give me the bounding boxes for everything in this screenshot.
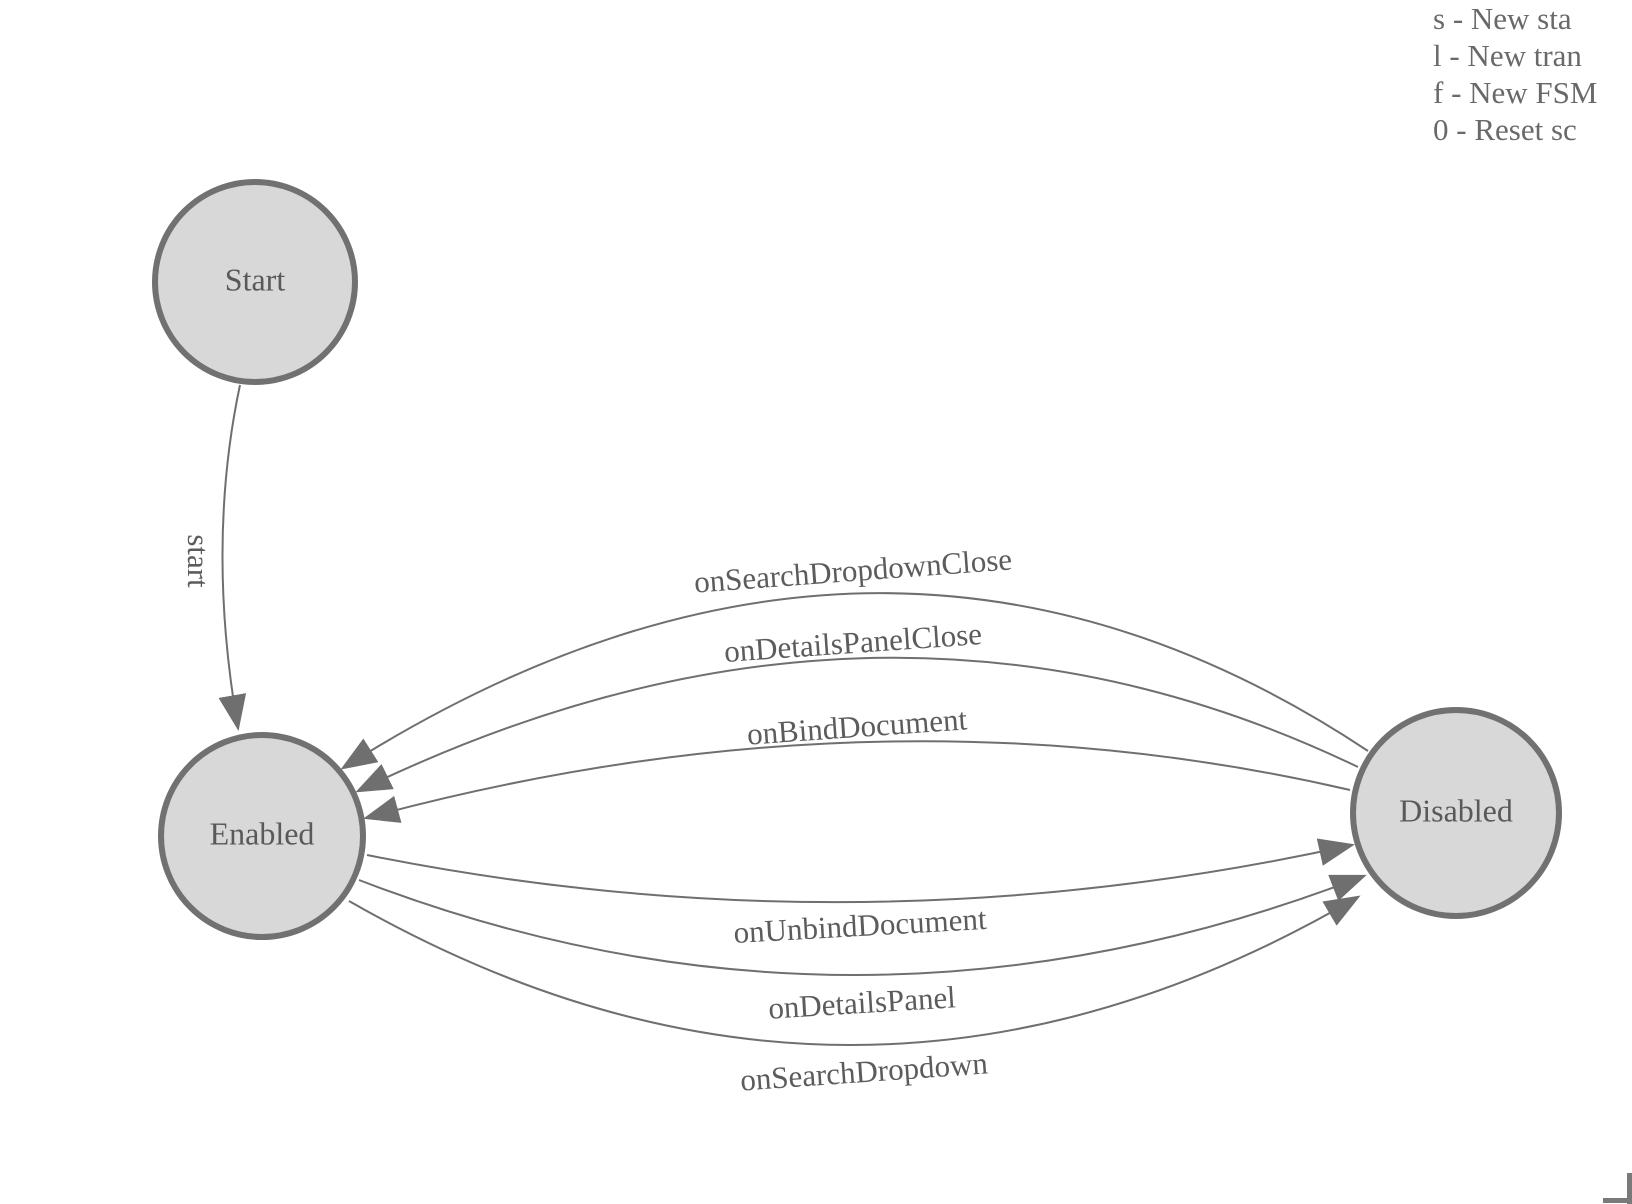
transition-edge-onunbinddocument[interactable] (366, 838, 1355, 904)
transition-edge-onsearchdropdownclose[interactable] (340, 592, 1369, 770)
transition-label-start: start (181, 534, 216, 588)
state-label-start: Start (224, 261, 286, 298)
state-node-start[interactable] (152, 179, 358, 385)
transition-edge-start[interactable] (218, 384, 247, 731)
state-node-enabled[interactable] (158, 732, 366, 940)
state-node-disabled[interactable] (1350, 707, 1562, 919)
legend-line-reset: 0 - Reset sc (1433, 112, 1577, 147)
canvas-corner-marker (1627, 1173, 1632, 1204)
canvas-corner-marker (1603, 1198, 1632, 1203)
transition-edge-onsearchdropdown[interactable] (348, 895, 1361, 1046)
legend-line-new-transition: l - New tran (1433, 38, 1582, 73)
state-label-disabled: Disabled (1399, 792, 1513, 829)
legend-line-new-state: s - New sta (1433, 1, 1572, 36)
shortcuts-legend: s - New sta l - New tran f - New FSM 0 -… (1433, 0, 1597, 148)
transition-edge-ondetailspanel[interactable] (358, 874, 1367, 976)
transition-edge-onbinddocument[interactable] (363, 740, 1351, 823)
state-label-enabled: Enabled (209, 815, 315, 852)
legend-line-new-fsm: f - New FSM (1433, 75, 1598, 110)
transition-edge-ondetailspanelclose[interactable] (355, 656, 1359, 793)
